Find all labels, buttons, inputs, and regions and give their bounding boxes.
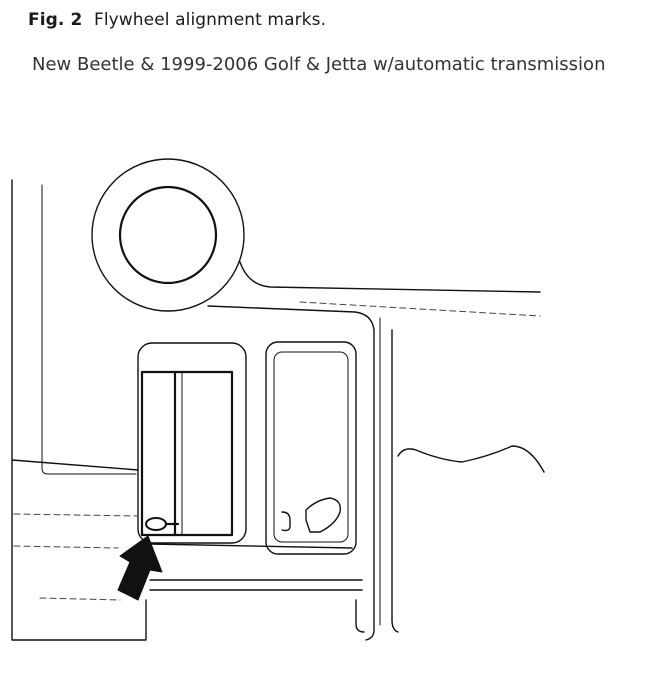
housing-left-edge <box>11 179 147 641</box>
figure-subtitle: New Beetle & 1999-2006 Golf & Jetta w/au… <box>32 54 606 75</box>
lower-dash-3 <box>39 597 121 601</box>
upper-rail-lower <box>207 305 375 641</box>
bottom-hook <box>355 599 365 633</box>
figure-label: Fig. 2 <box>28 10 83 30</box>
wavy-edge <box>397 445 545 473</box>
lower-dash-2 <box>13 545 119 549</box>
upper-rail-dash <box>299 301 541 317</box>
pointer-arrow <box>117 535 163 601</box>
side-mark-right <box>305 497 341 533</box>
figure-caption: Fig. 2 Flywheel alignment marks. <box>28 10 326 30</box>
lower-rail-2 <box>149 543 353 549</box>
lower-rail-top <box>11 459 139 471</box>
alignment-mark <box>145 517 167 531</box>
lower-dash-1 <box>13 513 139 517</box>
bolt-boss-inner <box>118 185 218 285</box>
side-mark-left <box>281 511 291 532</box>
housing-inner-edge <box>41 184 137 475</box>
side-frame-inner <box>273 351 349 543</box>
bolt-boss-outer <box>91 158 245 312</box>
side-frame-outer <box>265 341 357 555</box>
right-vertical-rail <box>391 329 399 633</box>
flywheel-window <box>140 370 234 537</box>
upper-rail <box>239 261 541 293</box>
window-frame <box>137 342 247 544</box>
figure-title: Flywheel alignment marks. <box>93 10 327 30</box>
